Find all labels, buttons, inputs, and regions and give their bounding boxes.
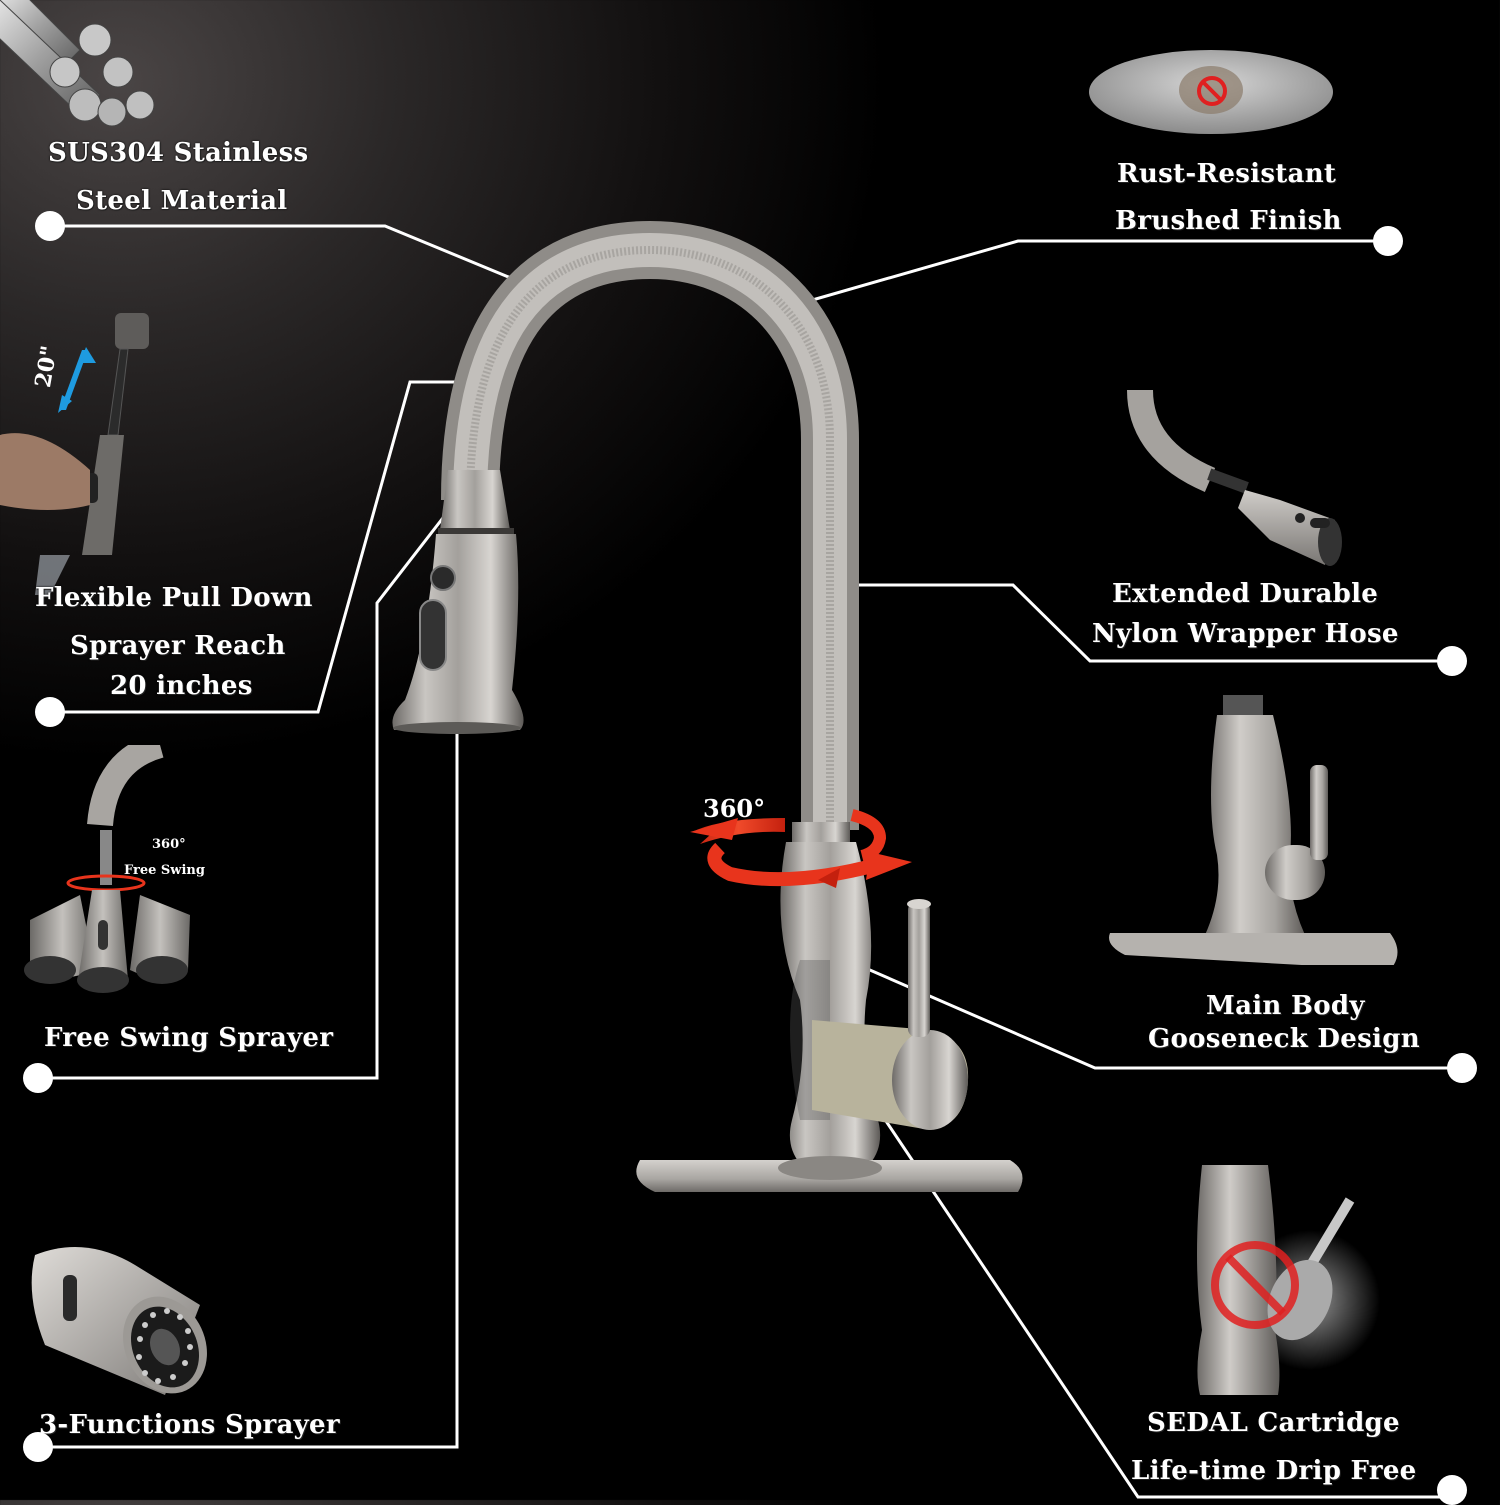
rotation-arrow-icon: [690, 809, 912, 888]
leader-dot-finish: [1373, 226, 1403, 256]
faucet-body: [636, 822, 1023, 1192]
feature-finish-line1: Rust-Resistant: [1117, 159, 1337, 189]
pull-down-sprayer-image: [0, 313, 149, 595]
reach-arrow-icon: [58, 347, 96, 413]
prohibit-icon: [1197, 76, 1227, 106]
leader-dot-cartridge: [1437, 1475, 1467, 1505]
leader-dot-pull-down: [35, 697, 65, 727]
feature-main-body-line1: Main Body: [1206, 991, 1365, 1021]
leader-dot-hose: [1437, 646, 1467, 676]
leader-line-sprayer: [38, 651, 459, 1449]
prohibit-icon: [1211, 1241, 1299, 1329]
leader-dot-free-swing: [23, 1063, 53, 1093]
main-body-image: [1109, 695, 1398, 965]
leader-line-cartridge: [833, 1044, 1447, 1499]
feature-hose-line1: Extended Durable: [1112, 579, 1379, 609]
leader-line-free-swing: [38, 482, 472, 1080]
leader-dot-sprayer: [23, 1432, 53, 1462]
free-swing-sprayer-image: [24, 745, 190, 993]
sprayer-head: [392, 470, 524, 734]
feature-material-line1: SUS304 Stainless: [48, 138, 309, 168]
leader-line-finish: [794, 239, 1388, 307]
feature-cartridge-line2: Life-time Drip Free: [1131, 1456, 1417, 1486]
feature-hose-line2: Nylon Wrapper Hose: [1092, 619, 1399, 649]
feature-pull-down-line3: 20 inches: [110, 671, 253, 701]
feature-sprayer-title: 3-Functions Sprayer: [39, 1410, 340, 1440]
leader-line-hose: [820, 583, 1450, 663]
feature-finish-line2: Brushed Finish: [1115, 206, 1342, 236]
leader-dot-material: [35, 211, 65, 241]
free-swing-degree: 360°: [152, 837, 186, 852]
free-swing-sublabel: Free Swing: [124, 863, 205, 878]
sedal-cartridge-image: [1197, 1165, 1380, 1395]
feature-pull-down-line2: Sprayer Reach: [70, 631, 286, 661]
brushed-finish-image: [1089, 50, 1333, 134]
steel-rods-image: [0, 0, 155, 127]
feature-main-body-line2: Gooseneck Design: [1148, 1024, 1420, 1054]
gooseneck-spout: [441, 220, 859, 830]
nylon-hose-image: [1127, 390, 1342, 566]
feature-material-line2: Steel Material: [76, 186, 288, 216]
leader-dot-main-body: [1447, 1053, 1477, 1083]
three-function-sprayer-image: [31, 1247, 207, 1395]
feature-free-swing-title: Free Swing Sprayer: [44, 1023, 334, 1053]
feature-cartridge-line1: SEDAL Cartridge: [1147, 1408, 1400, 1438]
rotation-degree-label: 360°: [703, 794, 766, 823]
feature-pull-down-line1: Flexible Pull Down: [35, 583, 313, 613]
leader-line-material: [50, 224, 541, 292]
leader-line-pull-down: [50, 380, 495, 714]
